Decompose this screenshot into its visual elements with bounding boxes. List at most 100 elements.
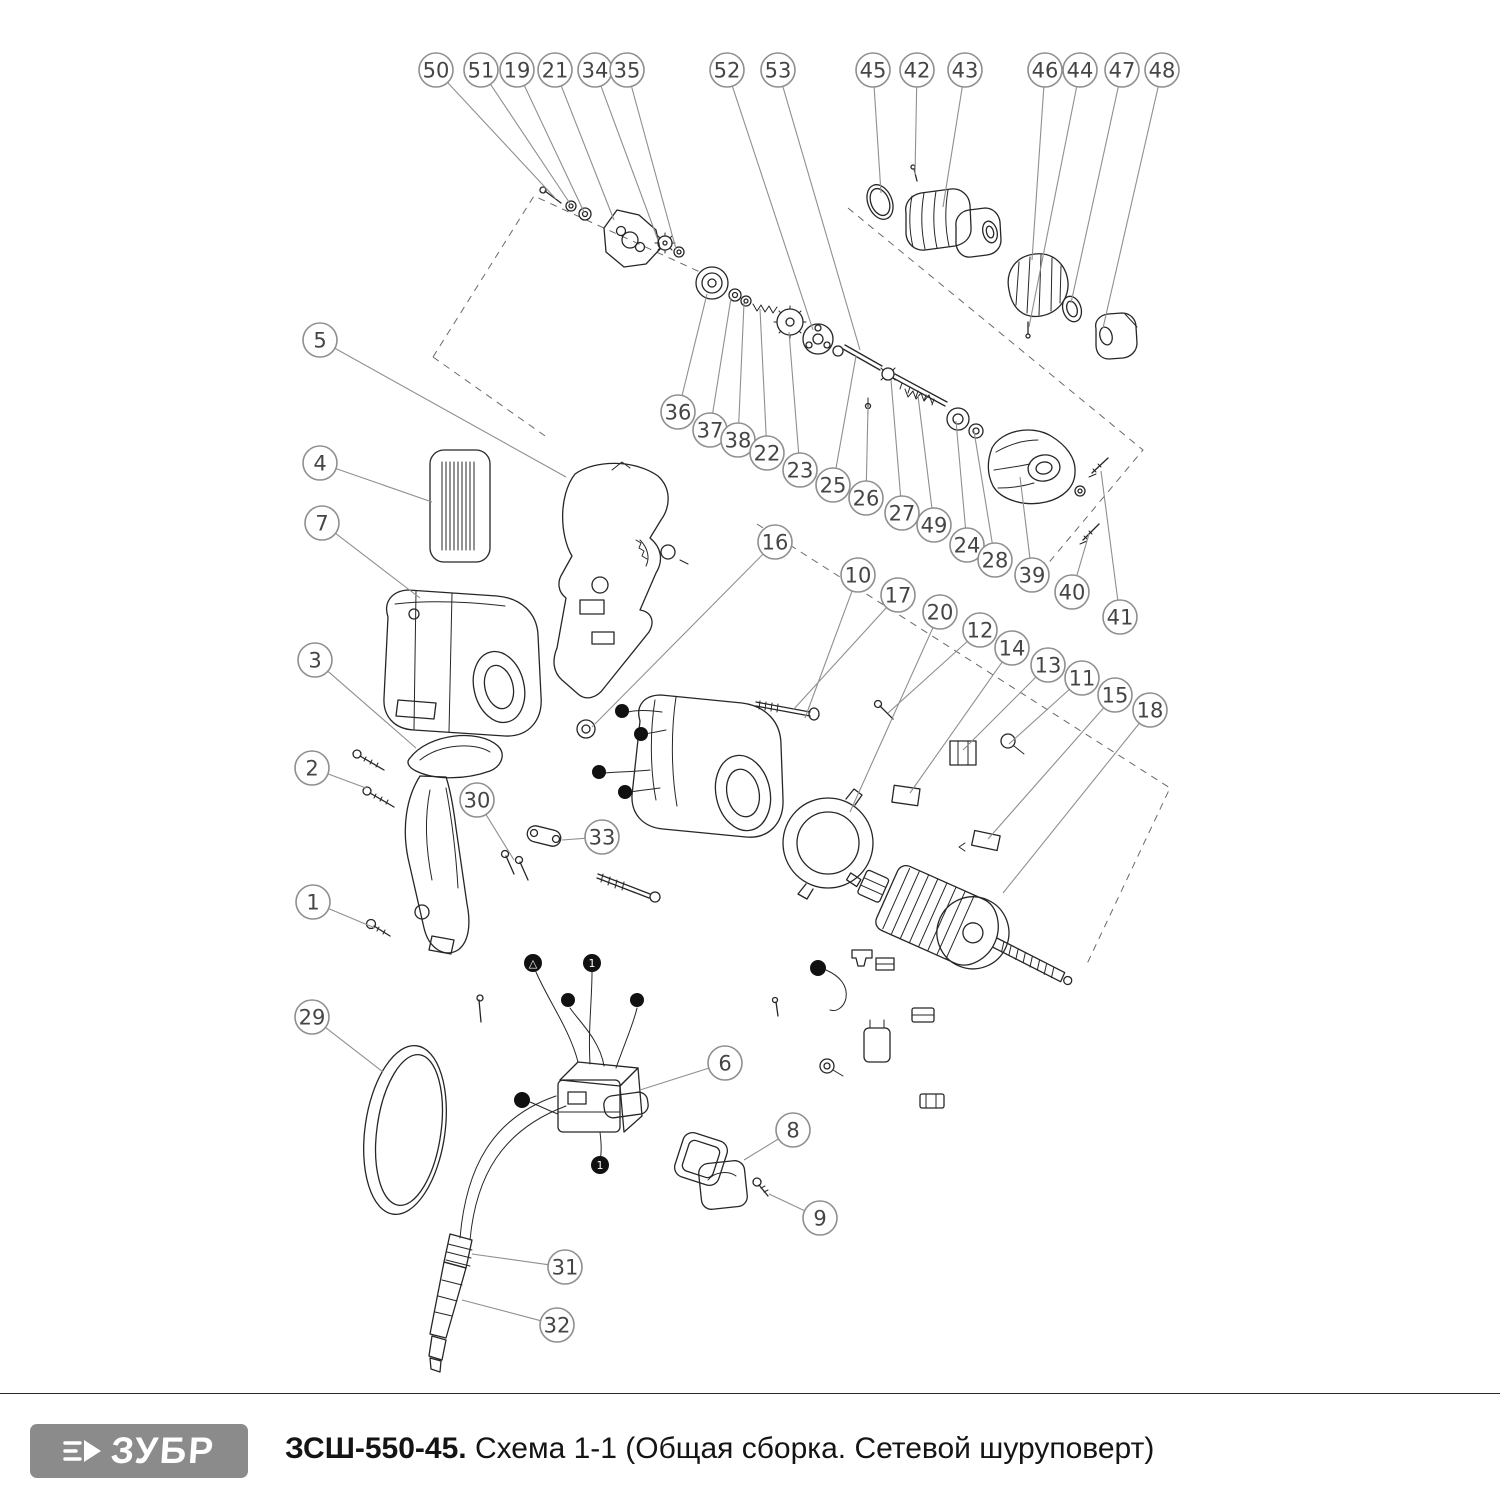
svg-text:17: 17 [885, 584, 912, 608]
svg-text:31: 31 [552, 1256, 579, 1280]
footer-divider [0, 1393, 1500, 1394]
handle-assembly [352, 734, 503, 955]
chuck-assembly [866, 164, 1138, 360]
callout-7: 7 [304, 505, 421, 599]
callout-4: 4 [302, 445, 433, 503]
svg-text:3: 3 [308, 649, 321, 673]
svg-text:14: 14 [999, 637, 1026, 661]
zubr-logo: ЗУБР [30, 1424, 248, 1478]
terminal-layer: △11 [524, 954, 609, 1174]
callout-15: 15 [987, 677, 1133, 840]
callout-1: 1 [295, 884, 376, 929]
footer: ЗУБР ЗСШ-550-45. Схема 1-1 (Общая сборка… [0, 1410, 1500, 1500]
construction-lines [432, 195, 1171, 967]
callout-27: 27 [884, 379, 920, 531]
callout-21: 21 [537, 52, 615, 221]
diagram-title: ЗСШ-550-45. Схема 1-1 (Общая сборка. Сет… [285, 1432, 1154, 1466]
callout-14: 14 [909, 630, 1030, 794]
callout-5: 5 [302, 322, 567, 478]
svg-text:12: 12 [967, 619, 994, 643]
svg-text:53: 53 [765, 59, 792, 83]
svg-text:16: 16 [762, 531, 789, 555]
misc-electrical-parts [771, 949, 945, 1109]
svg-text:52: 52 [714, 59, 741, 83]
callout-29: 29 [294, 999, 384, 1073]
callout-11: 11 [1008, 660, 1100, 745]
callout-19: 19 [499, 52, 585, 213]
svg-text:9: 9 [813, 1207, 826, 1231]
svg-text:42: 42 [904, 59, 931, 83]
svg-text:26: 26 [853, 487, 880, 511]
svg-text:45: 45 [860, 59, 887, 83]
svg-text:1: 1 [597, 1159, 604, 1172]
svg-text:5: 5 [313, 329, 326, 353]
svg-text:32: 32 [544, 1314, 571, 1338]
motor-stator [383, 589, 542, 737]
svg-text:1: 1 [306, 891, 319, 915]
callout-23: 23 [782, 331, 818, 488]
svg-text:40: 40 [1059, 581, 1086, 605]
callout-51: 51 [463, 52, 572, 206]
svg-text:33: 33 [589, 826, 616, 850]
long-screws [596, 700, 820, 903]
svg-text:28: 28 [982, 549, 1009, 573]
callout-41: 41 [1100, 470, 1138, 635]
o-ring [363, 1044, 447, 1216]
svg-text:46: 46 [1032, 59, 1059, 83]
svg-text:23: 23 [787, 459, 814, 483]
svg-text:22: 22 [754, 442, 781, 466]
callout-43: 43 [942, 52, 983, 208]
svg-text:41: 41 [1107, 606, 1134, 630]
gear-plate-assembly [539, 186, 685, 268]
svg-text:7: 7 [315, 512, 328, 536]
svg-text:36: 36 [665, 401, 692, 425]
callout-50: 50 [418, 52, 557, 200]
svg-text:15: 15 [1102, 684, 1129, 708]
callout-3: 3 [297, 642, 417, 749]
svg-text:27: 27 [889, 502, 916, 526]
callout-33: 33 [561, 819, 620, 855]
svg-text:24: 24 [954, 534, 981, 558]
callout-30: 30 [459, 782, 515, 861]
svg-text:4: 4 [313, 452, 326, 476]
callout-28: 28 [973, 430, 1013, 578]
callout-52: 52 [709, 52, 814, 331]
power-cord-gland [428, 1095, 567, 1373]
callout-24: 24 [949, 420, 985, 563]
svg-text:50: 50 [423, 59, 450, 83]
callout-48: 48 [1102, 52, 1180, 329]
callout-45: 45 [855, 52, 891, 194]
callout-25: 25 [815, 355, 857, 503]
callout-12: 12 [887, 612, 998, 714]
callout-34: 34 [577, 52, 659, 241]
svg-text:30: 30 [464, 789, 491, 813]
zubr-logo-text: ЗУБР [109, 1430, 217, 1471]
field-coil-assembly [576, 694, 784, 838]
callout-8: 8 [743, 1112, 811, 1161]
callout-40: 40 [1054, 533, 1090, 610]
svg-text:2: 2 [305, 757, 318, 781]
housing-half [553, 461, 689, 699]
air-baffle [782, 788, 874, 900]
callout-10: 10 [804, 557, 876, 719]
callout-18: 18 [1002, 692, 1168, 894]
callout-36: 36 [660, 293, 708, 430]
wire-terminal: 1 [591, 1156, 609, 1174]
diagram-artwork [352, 164, 1138, 1373]
bearing-washer-gear-set [695, 266, 844, 357]
callout-6: 6 [639, 1045, 743, 1091]
callout-13: 13 [962, 647, 1066, 751]
armature [845, 865, 1073, 986]
svg-text:47: 47 [1109, 59, 1136, 83]
svg-text:51: 51 [468, 59, 495, 83]
brush-caps [673, 1131, 769, 1210]
svg-text:38: 38 [725, 429, 752, 453]
svg-text:13: 13 [1035, 654, 1062, 678]
svg-text:37: 37 [697, 419, 724, 443]
callout-44: 44 [1028, 52, 1098, 328]
callout-20: 20 [849, 594, 958, 813]
svg-text:18: 18 [1137, 699, 1164, 723]
svg-text:29: 29 [299, 1006, 326, 1030]
